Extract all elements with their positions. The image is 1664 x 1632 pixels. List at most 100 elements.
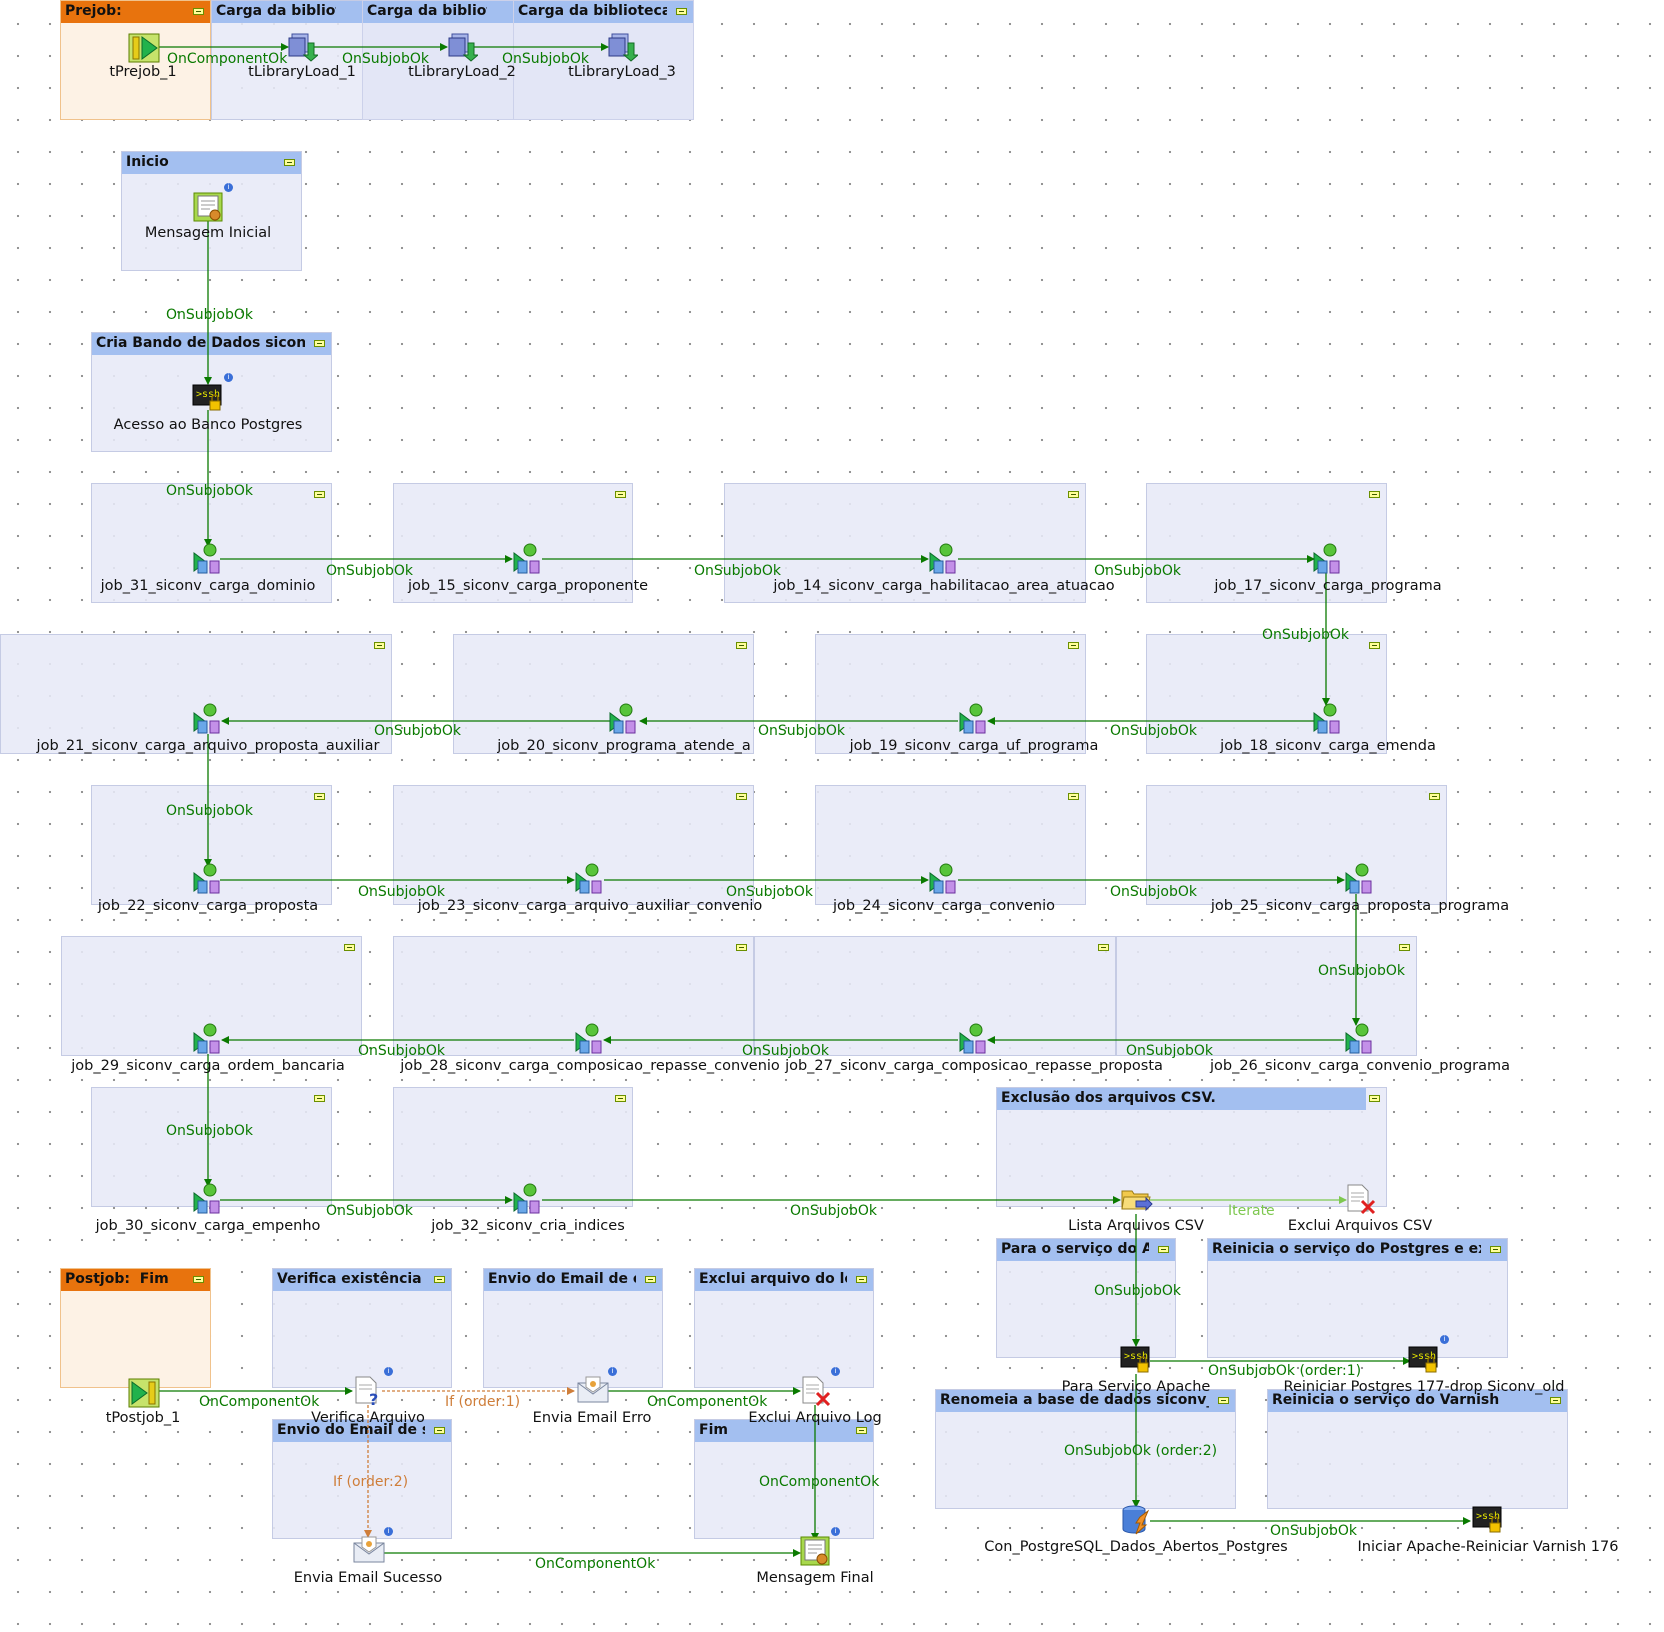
database-icon[interactable] (1120, 1503, 1152, 1539)
verifica-subjob[interactable]: Verifica existência do ... (272, 1268, 452, 1388)
job-21-subjob[interactable] (0, 634, 392, 754)
collapse-icon[interactable] (344, 944, 355, 951)
ssh-icon[interactable]: >ssh (192, 381, 224, 417)
run-job-icon[interactable] (958, 703, 992, 739)
collapse-icon[interactable] (615, 1095, 626, 1102)
collapse-icon[interactable] (645, 1276, 656, 1283)
subjob-header[interactable]: Fim (695, 1420, 873, 1442)
job-26-subjob[interactable] (1116, 936, 1417, 1056)
message-icon[interactable] (192, 191, 224, 227)
run-job-icon[interactable] (192, 543, 226, 579)
run-job-icon[interactable] (1344, 863, 1378, 899)
mail-icon[interactable] (576, 1375, 610, 1409)
collapse-icon[interactable] (1068, 793, 1079, 800)
run-job-icon[interactable] (192, 703, 226, 739)
job-15-subjob[interactable] (393, 483, 633, 603)
collapse-icon[interactable] (615, 491, 626, 498)
run-job-icon[interactable] (192, 863, 226, 899)
file-exist-icon[interactable]: ? (352, 1375, 384, 1411)
exclui-log-subjob[interactable]: Exclui arquivo do log ... (694, 1268, 874, 1388)
run-job-icon[interactable] (192, 1023, 226, 1059)
run-job-icon[interactable] (1312, 543, 1346, 579)
run-job-icon[interactable] (1312, 703, 1346, 739)
subjob-header[interactable]: Exclusão dos arquivos CSV. (997, 1088, 1366, 1110)
job-28-subjob[interactable] (393, 936, 754, 1056)
collapse-icon[interactable] (1399, 944, 1410, 951)
collapse-icon[interactable] (434, 1276, 445, 1283)
envio-erro-subjob[interactable]: Envio do Email de erro. (483, 1268, 663, 1388)
library-load-icon[interactable] (286, 31, 320, 67)
run-job-icon[interactable] (512, 543, 546, 579)
mail-icon[interactable] (352, 1535, 386, 1569)
start-icon[interactable] (127, 31, 161, 69)
collapse-icon[interactable] (1550, 1397, 1561, 1404)
run-job-icon[interactable] (928, 543, 962, 579)
renomeia-base-subjob[interactable]: Renomeia a base de dados siconv_produ... (935, 1389, 1236, 1509)
collapse-icon[interactable] (736, 944, 747, 951)
collapse-icon[interactable] (856, 1276, 867, 1283)
file-delete-icon[interactable] (799, 1375, 831, 1411)
library-load-icon[interactable] (606, 31, 640, 67)
job-19-subjob[interactable] (815, 634, 1086, 754)
subjob-header[interactable]: Prejob: (61, 1, 210, 23)
subjob-header[interactable]: Renomeia a base de dados siconv_produ... (936, 1390, 1235, 1412)
library-load-1-subjob[interactable]: Carga da biblioteca m... (211, 0, 363, 120)
job-20-subjob[interactable] (453, 634, 754, 754)
subjob-header[interactable]: Carga da biblioteca m... (212, 1, 362, 23)
run-job-icon[interactable] (512, 1183, 546, 1219)
job-32-subjob[interactable] (393, 1087, 633, 1207)
subjob-header[interactable]: Carga da biblioteca m... (363, 1, 513, 23)
message-icon[interactable] (799, 1535, 831, 1571)
ssh-icon[interactable]: >ssh (1408, 1343, 1440, 1379)
subjob-header[interactable]: Inicio (122, 152, 301, 174)
subjob-header[interactable]: Cria Bando de Dados siconv_etl... (92, 333, 331, 355)
ssh-icon[interactable]: >ssh (1472, 1503, 1504, 1539)
para-apache-subjob[interactable]: Para o serviço do Apa... (996, 1238, 1176, 1358)
subjob-header[interactable]: Verifica existência do ... (273, 1269, 451, 1291)
job-25-subjob[interactable] (1146, 785, 1447, 905)
job-14-subjob[interactable] (724, 483, 1086, 603)
file-delete-icon[interactable] (1344, 1183, 1376, 1219)
collapse-icon[interactable] (736, 642, 747, 649)
collapse-icon[interactable] (1158, 1246, 1169, 1253)
collapse-icon[interactable] (434, 1427, 445, 1434)
reinicia-varnish-subjob[interactable]: Reinicia o serviço do Varnish (1267, 1389, 1568, 1509)
collapse-icon[interactable] (1369, 491, 1380, 498)
exclusao-csv-subjob[interactable]: Exclusão dos arquivos CSV. (996, 1087, 1387, 1207)
job-18-subjob[interactable] (1146, 634, 1387, 754)
collapse-icon[interactable] (193, 8, 204, 15)
ssh-icon[interactable]: >ssh (1120, 1343, 1152, 1379)
run-job-icon[interactable] (608, 703, 642, 739)
subjob-header[interactable]: Exclui arquivo do log ... (695, 1269, 873, 1291)
collapse-icon[interactable] (314, 340, 325, 347)
run-job-icon[interactable] (574, 1023, 608, 1059)
postjob-subjob[interactable]: Postjob: Fim (60, 1268, 211, 1388)
collapse-icon[interactable] (1068, 642, 1079, 649)
subjob-header[interactable]: Reinicia o serviço do Postgres e exclui … (1208, 1239, 1507, 1261)
inicio-subjob[interactable]: Inicio (121, 151, 302, 271)
library-load-3-subjob[interactable]: Carga da biblioteca ja... (513, 0, 694, 120)
reinicia-postgres-subjob[interactable]: Reinicia o serviço do Postgres e exclui … (1207, 1238, 1508, 1358)
job-27-subjob[interactable] (754, 936, 1116, 1056)
prejob-subjob[interactable]: Prejob: (60, 0, 211, 120)
file-list-icon[interactable] (1120, 1183, 1154, 1219)
stop-icon[interactable] (127, 1376, 161, 1414)
run-job-icon[interactable] (192, 1183, 226, 1219)
collapse-icon[interactable] (1369, 1095, 1380, 1102)
fim-subjob[interactable]: Fim (694, 1419, 874, 1539)
library-load-2-subjob[interactable]: Carga da biblioteca m... (362, 0, 514, 120)
collapse-icon[interactable] (374, 642, 385, 649)
subjob-header[interactable]: Envio do Email de erro. (484, 1269, 662, 1291)
job-23-subjob[interactable] (393, 785, 754, 905)
run-job-icon[interactable] (574, 863, 608, 899)
collapse-icon[interactable] (856, 1427, 867, 1434)
collapse-icon[interactable] (1429, 793, 1440, 800)
collapse-icon[interactable] (1369, 642, 1380, 649)
library-load-icon[interactable] (446, 31, 480, 67)
collapse-icon[interactable] (314, 793, 325, 800)
subjob-header[interactable]: Postjob: Fim (61, 1269, 210, 1291)
subjob-header[interactable]: Carga da biblioteca ja... (514, 1, 693, 23)
collapse-icon[interactable] (1068, 491, 1079, 498)
collapse-icon[interactable] (284, 159, 295, 166)
subjob-header[interactable]: Envio do Email de suc... (273, 1420, 451, 1442)
